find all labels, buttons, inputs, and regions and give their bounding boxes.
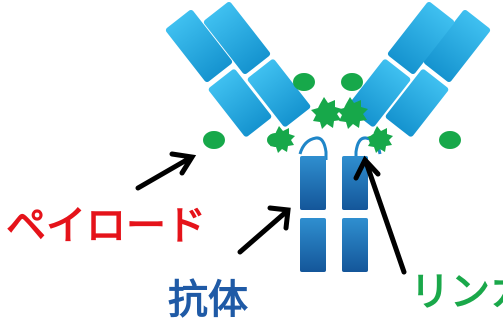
fc-right-lower bbox=[342, 218, 368, 272]
right-fab-arm bbox=[347, 1, 491, 137]
left-hinge bbox=[298, 136, 328, 160]
payload-dot bbox=[341, 73, 363, 91]
linker-label: リンカ bbox=[410, 269, 503, 315]
payload-burst bbox=[367, 126, 393, 153]
payload-dot bbox=[439, 131, 461, 149]
arrow-to-linker bbox=[363, 159, 407, 275]
left-fab-domain-inner-bottom bbox=[247, 59, 311, 127]
left-fab-arm bbox=[165, 1, 311, 137]
arrow-to-payload-head bbox=[169, 151, 197, 176]
payload-burst bbox=[337, 97, 368, 129]
arrow-to-payload bbox=[135, 155, 193, 191]
arrow-to-antibody-head bbox=[267, 205, 291, 231]
arrow-to-linker-head bbox=[353, 155, 381, 181]
payload-label: ペイロード bbox=[6, 203, 206, 249]
antibody-label: 抗体 bbox=[168, 277, 248, 323]
fc-region bbox=[300, 156, 368, 272]
left-fab-domain-outer-top bbox=[165, 9, 233, 83]
payload-burst bbox=[269, 126, 295, 153]
payload-burst bbox=[311, 97, 342, 129]
arrow-to-antibody bbox=[237, 209, 289, 255]
right-fab-domain-inner-top bbox=[387, 1, 455, 75]
left-fab-domain-outer-bottom bbox=[208, 69, 272, 137]
right-fab-domain-outer-top bbox=[423, 9, 491, 83]
payload-molecules bbox=[203, 73, 461, 153]
fc-left-lower bbox=[300, 218, 326, 272]
payload-dot bbox=[293, 73, 315, 91]
fc-left-upper bbox=[300, 156, 326, 210]
payload-dot bbox=[203, 131, 225, 149]
left-fab-domain-inner-top bbox=[203, 1, 271, 75]
right-fab-domain-outer-bottom bbox=[385, 69, 449, 137]
arrows bbox=[135, 151, 407, 275]
